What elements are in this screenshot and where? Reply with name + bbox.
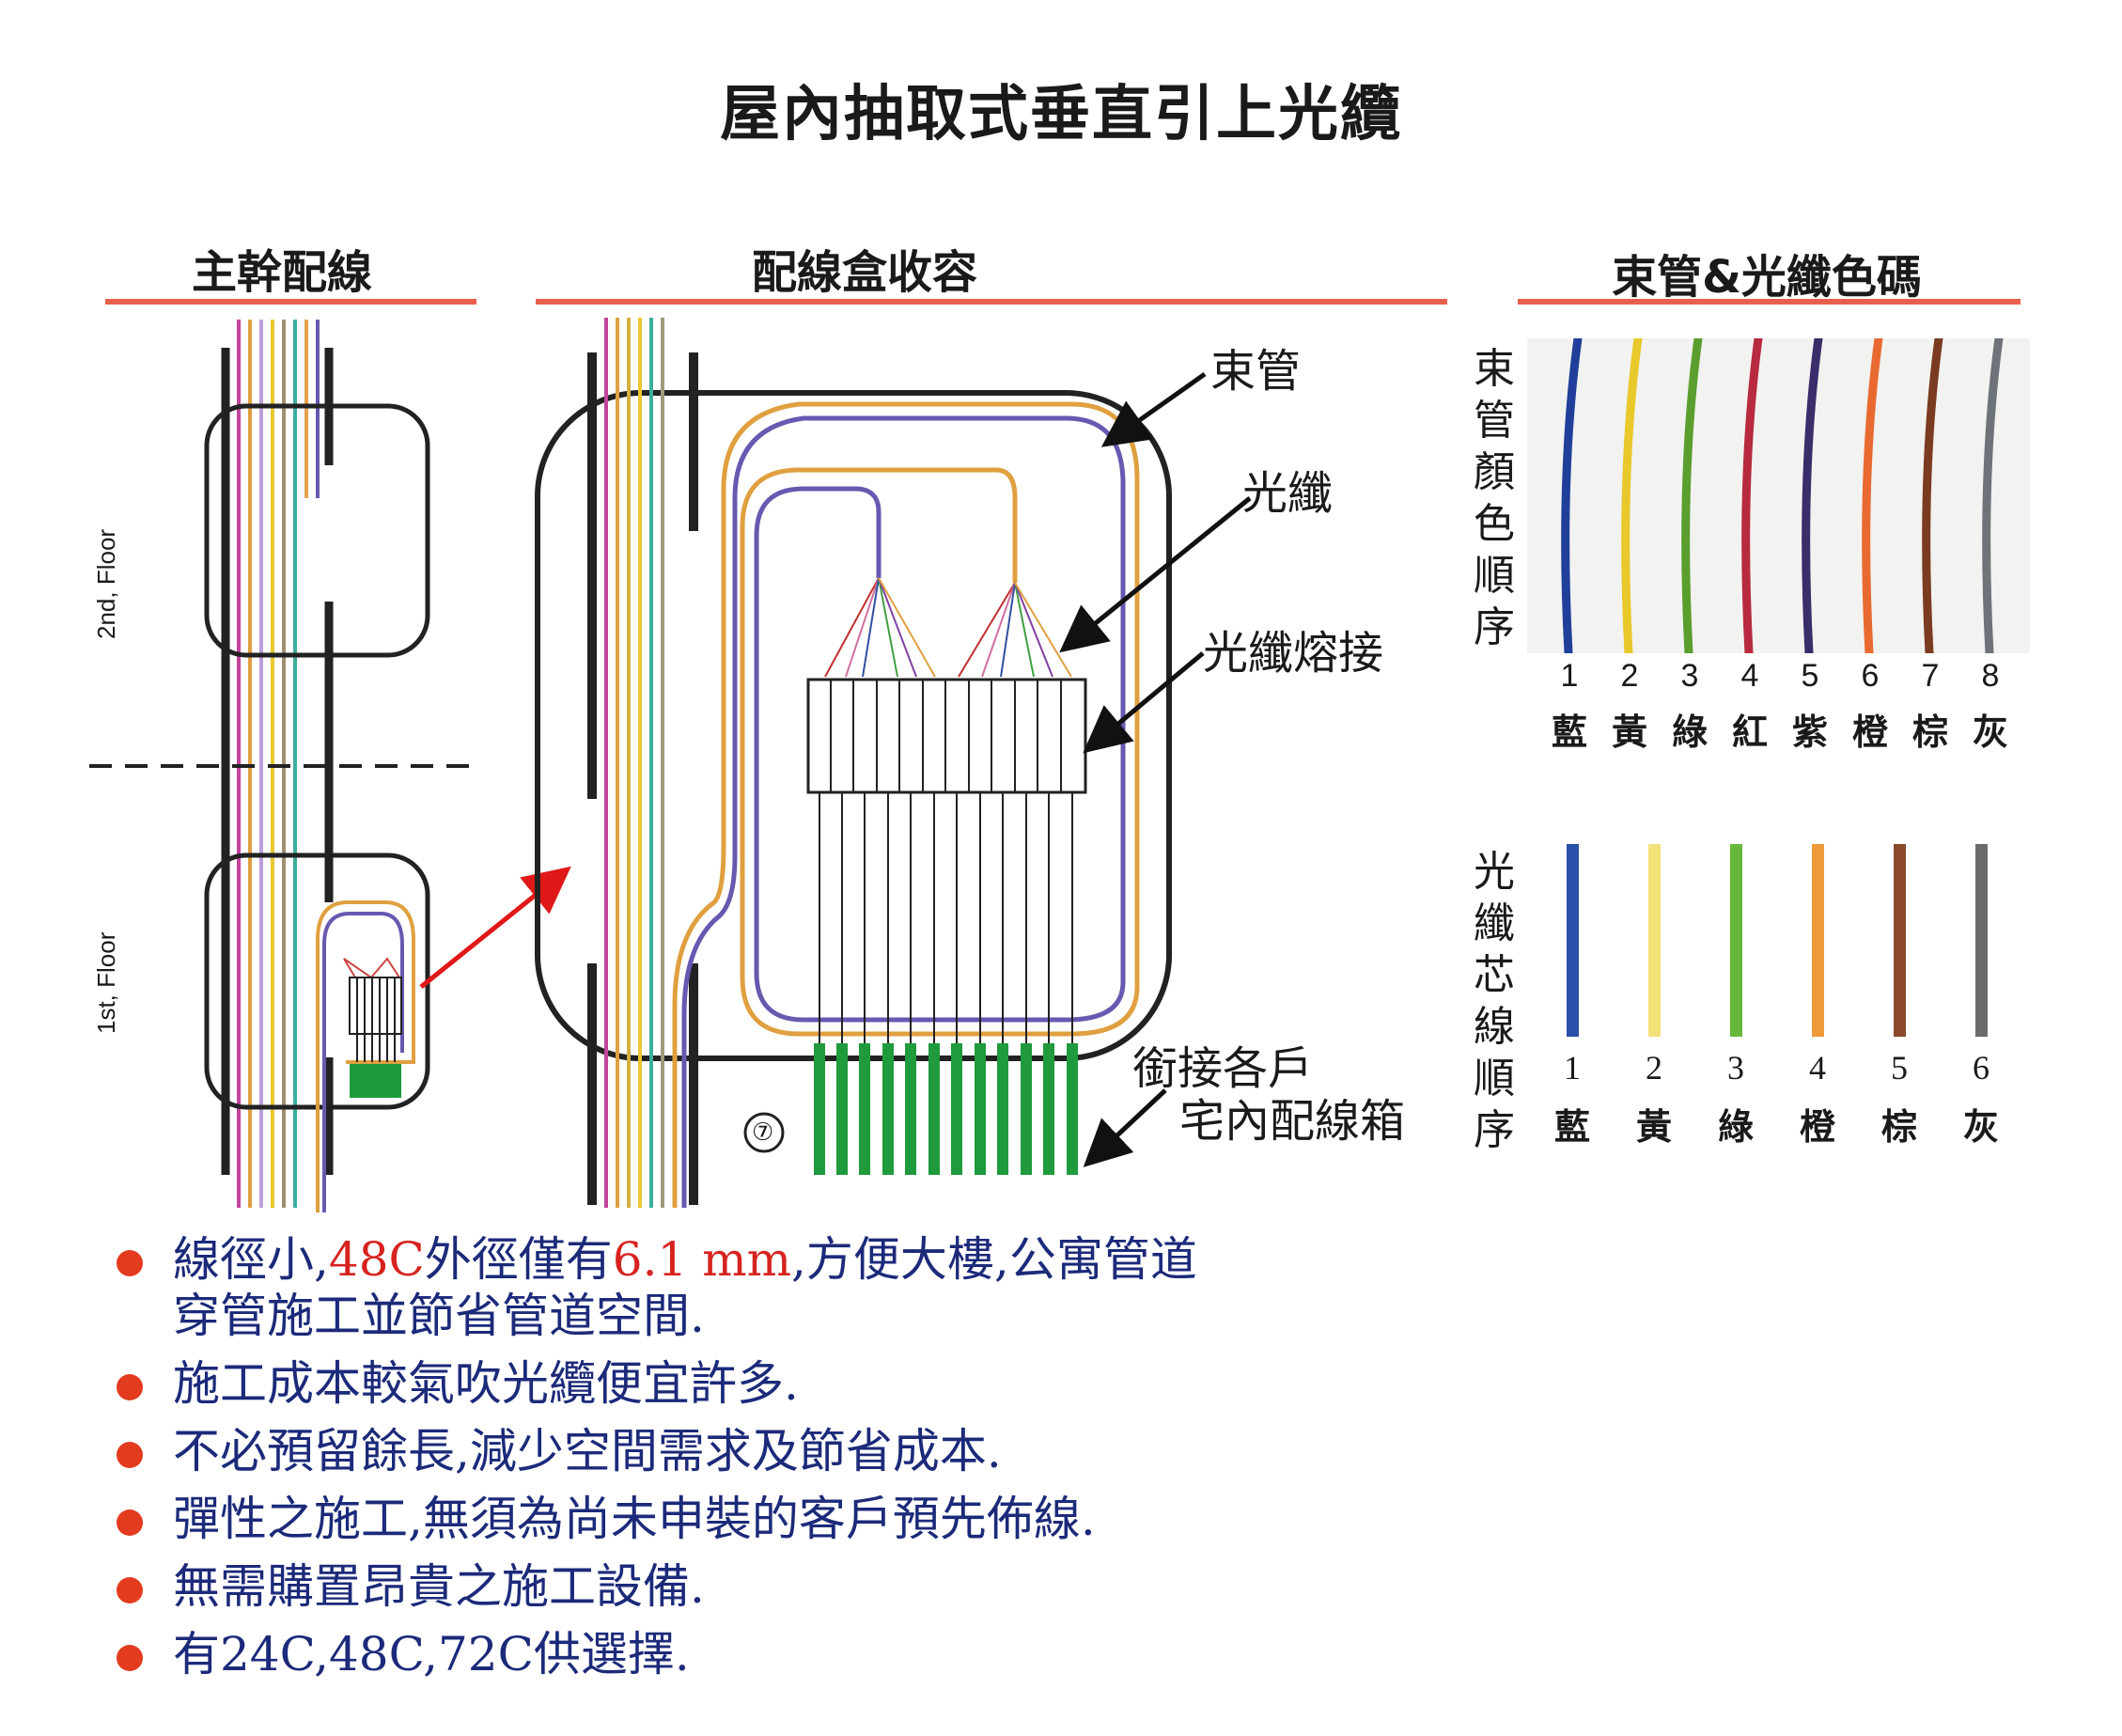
fiber-color-bar [1975, 844, 1988, 1037]
tube-number: 3 [1680, 658, 1699, 694]
tube-strand [1922, 334, 1943, 658]
tube-number: 8 [1981, 658, 2000, 694]
bullet-text: 施工成本較氣吹光纜便宜許多. [173, 1356, 799, 1411]
bullet-dot [117, 1250, 143, 1276]
page-title: 屋內抽取式垂直引上光纜 [720, 80, 1402, 149]
tube-number: 7 [1921, 658, 1940, 694]
list-item: 不必預留餘長,減少空間需求及節省成本. [113, 1423, 1334, 1479]
section-title-box: 配線盒收容 [751, 246, 977, 299]
callout-fiber: 光纖 [1242, 467, 1334, 520]
fiber-color-bar [1567, 844, 1579, 1037]
tube-color-name: 紫 [1791, 712, 1828, 753]
marker-seven: ⑦ [752, 1118, 774, 1147]
feature-list: 線徑小,48C外徑僅有6.1 mm,方便大樓,公寓管道 穿管施工並節省管道空間.… [113, 1231, 1334, 1694]
section-title-backbone: 主幹配線 [191, 246, 372, 299]
tube-color-name: 藍 [1551, 712, 1587, 753]
tube-strand [1862, 334, 1883, 658]
tube-strand [1982, 334, 2004, 658]
bullet-dot [117, 1577, 143, 1603]
bullet-text: 無需購置昂貴之施工設備. [173, 1559, 705, 1614]
section-rule [536, 299, 1447, 305]
tube-color-name: 橙 [1851, 712, 1888, 753]
list-item: 彈性之施工,無須為尚未申裝的客戶預先佈線. [113, 1491, 1334, 1547]
fiber-color-name: 灰 [1962, 1105, 1999, 1148]
fiber-color-bar [1894, 844, 1906, 1037]
list-item: 線徑小,48C外徑僅有6.1 mm,方便大樓,公寓管道 穿管施工並節省管道空間. [113, 1231, 1334, 1344]
section-rule [1518, 299, 2021, 305]
callout-splice: 光纖熔接 [1203, 627, 1384, 680]
bullet-text: 彈性之施工,無須為尚未申裝的客戶預先佈線. [173, 1492, 1096, 1546]
bullet-emphasis: 48C [328, 1232, 425, 1287]
section-rule [105, 299, 476, 305]
fiber-number: 3 [1727, 1049, 1744, 1087]
tube-strand [1802, 334, 1823, 658]
fiber-number: 5 [1891, 1049, 1908, 1087]
bullet-text: 穿管施工並節省管道空間. [173, 1289, 705, 1343]
list-item: 有24C,48C,72C供選擇. [113, 1626, 1334, 1682]
tube-color-name: 灰 [1972, 712, 2008, 753]
tube-number: 6 [1861, 658, 1880, 694]
floor-label-1st: 1st, Floor [92, 931, 120, 1034]
tube-color-name: 棕 [1911, 712, 1948, 753]
callout-connect-1: 銜接各戶 [1132, 1042, 1314, 1095]
tube-color-name: 綠 [1671, 712, 1708, 753]
bullet-text: 有24C,48C,72C供選擇. [173, 1627, 690, 1681]
fiber-number: 6 [1973, 1049, 1989, 1087]
tube-color-order-label: 束管顏色順序 [1474, 345, 1515, 651]
fiber-core-order-label: 光纖芯線順序 [1474, 848, 1515, 1154]
tube-number: 5 [1801, 658, 1819, 694]
bullet-dot [117, 1374, 143, 1400]
fiber-number: 1 [1564, 1049, 1581, 1087]
callout-tube: 束管 [1210, 345, 1302, 398]
fiber-color-name: 綠 [1717, 1105, 1754, 1148]
floor-label-2nd: 2nd, Floor [92, 528, 120, 639]
list-item: 施工成本較氣吹光纜便宜許多. [113, 1355, 1334, 1412]
fiber-color-name: 黃 [1635, 1105, 1672, 1148]
fiber-color-bar [1812, 844, 1824, 1037]
fiber-color-bar [1730, 844, 1742, 1037]
bullet-emphasis: 6.1 mm [612, 1232, 792, 1287]
tube-strand [1621, 334, 1643, 658]
tube-color-name: 紅 [1731, 712, 1768, 753]
fiber-color-name: 棕 [1880, 1105, 1917, 1148]
tube-color-name: 黃 [1611, 712, 1647, 753]
bullet-text: 外徑僅有 [424, 1232, 613, 1287]
callout-connect-2: 宅內配線箱 [1179, 1095, 1406, 1148]
tube-number: 1 [1560, 658, 1579, 694]
tube-strand [1681, 334, 1703, 658]
bullet-dot [117, 1442, 143, 1468]
bullet-text: 不必預留餘長,減少空間需求及節省成本. [173, 1424, 1002, 1478]
fiber-color-bar [1648, 844, 1661, 1037]
tube-number: 4 [1740, 658, 1759, 694]
section-title-colors: 束管&光纖色碼 [1612, 251, 1922, 304]
bullet-dot [117, 1509, 143, 1536]
tube-color-photo [1527, 334, 2030, 658]
bullet-dot [117, 1645, 143, 1671]
riser-diagram [89, 318, 1252, 1212]
fiber-color-name: 橙 [1799, 1105, 1835, 1148]
fiber-number: 2 [1646, 1049, 1662, 1087]
list-item: 無需購置昂貴之施工設備. [113, 1558, 1334, 1615]
bullet-text: ,方便大樓,公寓管道 [791, 1232, 1197, 1287]
tube-strand [1561, 334, 1583, 658]
tube-strand [1741, 334, 1763, 658]
fiber-number: 4 [1809, 1049, 1826, 1087]
backbone-drawing [89, 320, 571, 1212]
fiber-color-name: 藍 [1553, 1105, 1590, 1148]
tube-number: 2 [1620, 658, 1639, 694]
bullet-text: 線徑小, [173, 1232, 329, 1287]
box-drawing [535, 318, 1252, 1208]
